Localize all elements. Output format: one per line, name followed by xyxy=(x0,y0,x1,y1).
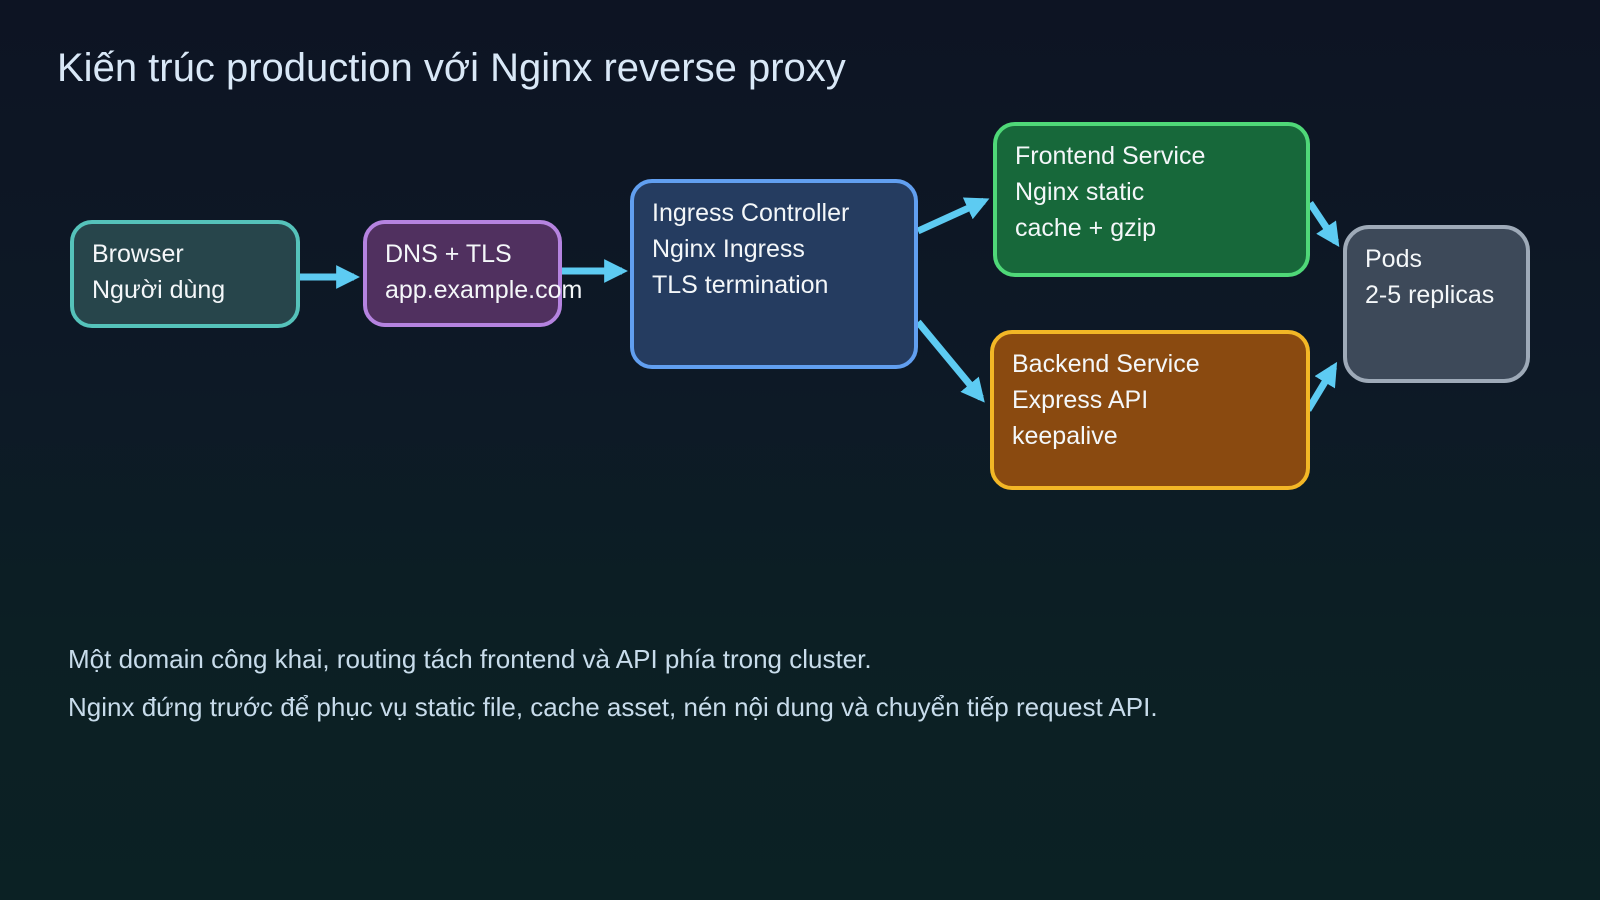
node-backend-service: Backend Service Express API keepalive xyxy=(990,330,1310,490)
arrow-frontend-to-pods xyxy=(1307,201,1340,247)
page-title: Kiến trúc production với Nginx reverse p… xyxy=(57,46,846,90)
arrow-ingress-to-frontend xyxy=(916,197,990,235)
node-backend-line-3: keepalive xyxy=(1012,422,1118,450)
node-ingress-line-3: TLS termination xyxy=(652,271,829,299)
node-frontend-line-2: Nginx static xyxy=(1015,178,1145,206)
node-pods-line-1: Pods xyxy=(1365,245,1422,273)
node-ingress-controller: Ingress Controller Nginx Ingress TLS ter… xyxy=(630,179,918,369)
node-backend-line-2: Express API xyxy=(1012,386,1149,414)
node-frontend-line-1: Frontend Service xyxy=(1015,142,1206,170)
caption-line-1: Một domain công khai, routing tách front… xyxy=(68,644,872,674)
node-pods-line-2: 2-5 replicas xyxy=(1365,281,1495,309)
node-frontend-service: Frontend Service Nginx static cache + gz… xyxy=(993,122,1310,277)
node-dns-line-1: DNS + TLS xyxy=(385,240,512,268)
node-pods: Pods 2-5 replicas xyxy=(1343,225,1530,383)
arrow-ingress-to-backend xyxy=(915,319,985,403)
caption-line-2: Nginx đứng trước để phục vụ static file,… xyxy=(68,692,1158,722)
node-frontend-line-3: cache + gzip xyxy=(1015,214,1157,242)
node-dns: DNS + TLS app.example.com xyxy=(363,220,583,327)
arrow-backend-to-pods xyxy=(1305,361,1338,412)
node-ingress-line-2: Nginx Ingress xyxy=(652,235,805,263)
node-browser-line-1: Browser xyxy=(92,240,184,268)
node-backend-line-1: Backend Service xyxy=(1012,350,1200,378)
node-ingress-line-1: Ingress Controller xyxy=(652,199,850,227)
node-dns-line-2: app.example.com xyxy=(385,276,583,304)
node-browser-line-2: Người dùng xyxy=(92,276,226,304)
node-browser: Browser Người dùng xyxy=(70,220,300,328)
